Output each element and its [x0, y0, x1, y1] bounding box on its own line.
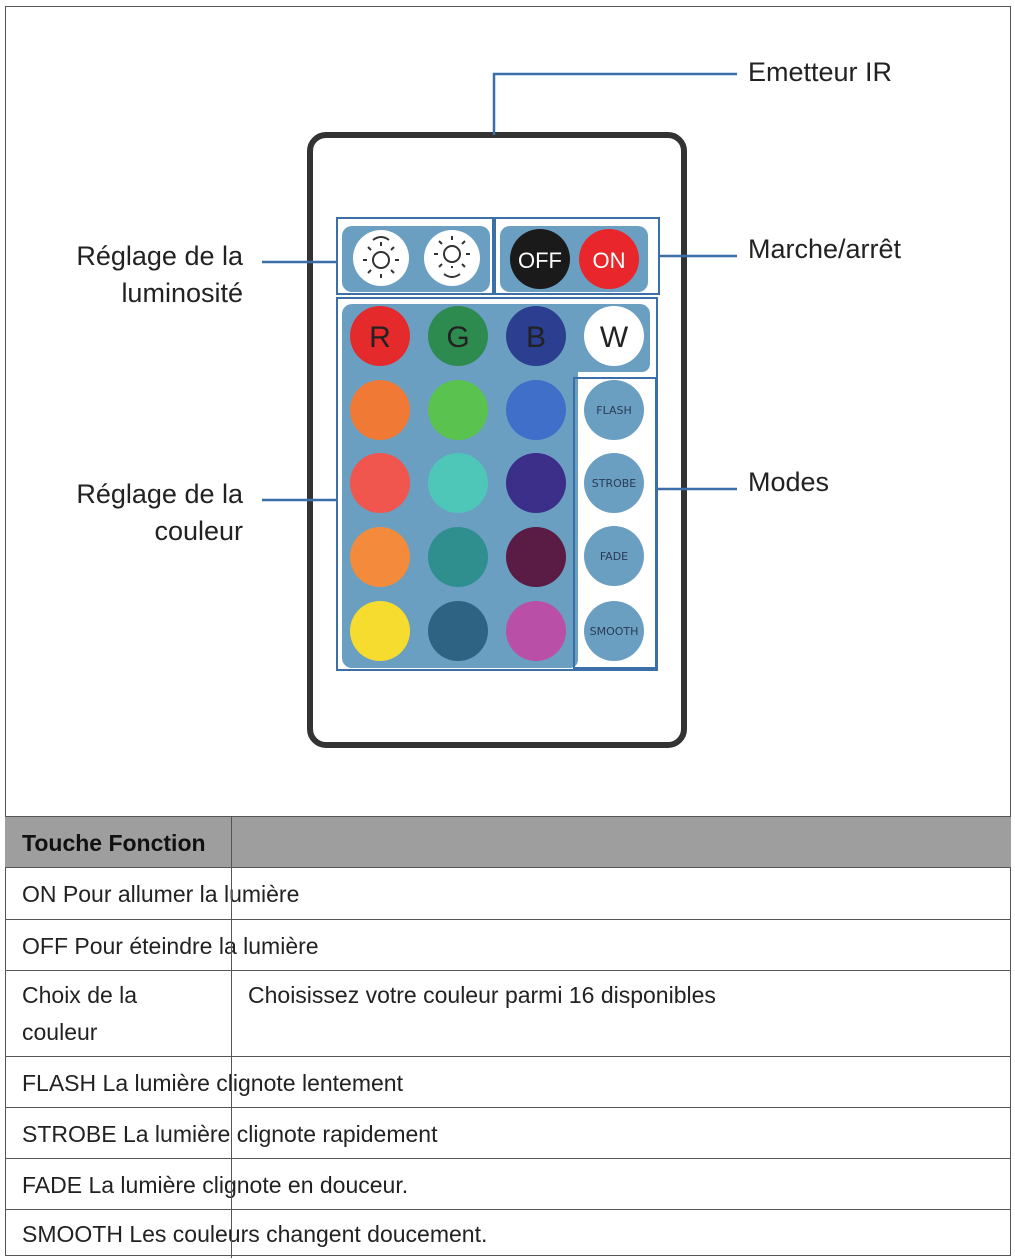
table-cell-key: FLASH La lumière clignote lentement — [22, 1070, 403, 1096]
table-cell-key: OFF Pour éteindre la lumière — [22, 933, 319, 959]
table-header-cell: Touche Fonction — [22, 830, 206, 856]
table-row: Choix de la couleur Choisissez votre cou… — [5, 970, 1011, 1056]
modes-column: FLASH STROBE FADE SMOOTH — [584, 380, 644, 661]
modes-outline — [573, 377, 657, 669]
sun-down-icon — [434, 236, 470, 278]
table-row: FADE La lumière clignote en douceur. — [5, 1158, 1011, 1209]
color-button[interactable] — [506, 601, 566, 661]
sun-up-icon — [363, 236, 399, 278]
b-label: B — [526, 321, 546, 354]
color-label: Réglage de la couleur — [76, 476, 243, 550]
on-label: ON — [593, 248, 626, 273]
smooth-button[interactable] — [584, 601, 644, 661]
remote-diagram: OFF ON R G B W FLASH STROBE FADE SMOOTH — [262, 72, 737, 748]
power-label: Marche/arrêt — [748, 234, 902, 264]
color-button[interactable] — [506, 453, 566, 513]
off-button[interactable]: OFF — [510, 229, 570, 289]
on-button[interactable]: ON — [579, 229, 639, 289]
table-row: STROBE La lumière clignote rapidement — [5, 1107, 1011, 1158]
table-column-divider — [231, 816, 232, 1258]
flash-label: FLASH — [596, 404, 632, 417]
strobe-button[interactable] — [584, 453, 644, 513]
color-button[interactable] — [350, 527, 410, 587]
leader-emitter — [492, 72, 737, 135]
color-button[interactable] — [428, 527, 488, 587]
emitter-label: Emetteur IR — [748, 57, 893, 87]
table-cell-key: SMOOTH Les couleurs changent doucement. — [22, 1221, 488, 1247]
table-row: FLASH La lumière clignote lentement — [5, 1056, 1011, 1107]
brightness-outline — [336, 217, 494, 295]
modes-label: Modes — [748, 467, 830, 497]
r-button[interactable] — [350, 306, 410, 366]
color-button[interactable] — [350, 601, 410, 661]
color-button[interactable] — [506, 527, 566, 587]
table-cell-key: STROBE La lumière clignote rapidement — [22, 1121, 438, 1147]
table-row: ON Pour allumer la lumière — [5, 867, 1011, 919]
w-button[interactable] — [584, 306, 644, 366]
color-button[interactable] — [428, 601, 488, 661]
table-row: SMOOTH Les couleurs changent doucement. — [5, 1209, 1011, 1258]
color-button[interactable] — [350, 380, 410, 440]
color-button[interactable] — [428, 380, 488, 440]
table-row: OFF Pour éteindre la lumière — [5, 919, 1011, 970]
table-cell-value: Choisissez votre couleur parmi 16 dispon… — [248, 982, 716, 1008]
color-button[interactable] — [506, 380, 566, 440]
table-cell-key: FADE La lumière clignote en douceur. — [22, 1172, 409, 1198]
g-label: G — [446, 321, 469, 354]
brightness-label: Réglage de la luminosité — [76, 238, 243, 312]
brightness-down-button[interactable] — [424, 230, 480, 286]
table-cell-key-line2: couleur — [22, 1019, 98, 1045]
fade-button[interactable] — [584, 526, 644, 586]
w-label: W — [600, 321, 629, 354]
smooth-label: SMOOTH — [590, 625, 639, 638]
table-header-row: Touche Fonction — [5, 816, 1011, 867]
table-cell-key: Choix de la — [22, 982, 138, 1008]
table-cell-key: ON Pour allumer la lumière — [22, 881, 300, 907]
flash-button[interactable] — [584, 380, 644, 440]
g-button[interactable] — [428, 306, 488, 366]
color-button[interactable] — [350, 453, 410, 513]
brightness-label-line2: luminosité — [121, 278, 243, 308]
r-label: R — [369, 321, 391, 354]
color-label-line1: Réglage de la — [76, 479, 243, 509]
brightness-label-line1: Réglage de la — [76, 241, 243, 271]
color-label-line2: couleur — [154, 516, 243, 546]
color-button[interactable] — [428, 453, 488, 513]
brightness-up-button[interactable] — [353, 230, 409, 286]
b-button[interactable] — [506, 306, 566, 366]
off-label: OFF — [518, 248, 562, 273]
fade-label: FADE — [600, 550, 628, 563]
strobe-label: STROBE — [592, 477, 637, 490]
color-grid — [350, 380, 566, 661]
leader-lines — [262, 72, 737, 502]
rgbw-row: R G B W — [350, 306, 644, 366]
